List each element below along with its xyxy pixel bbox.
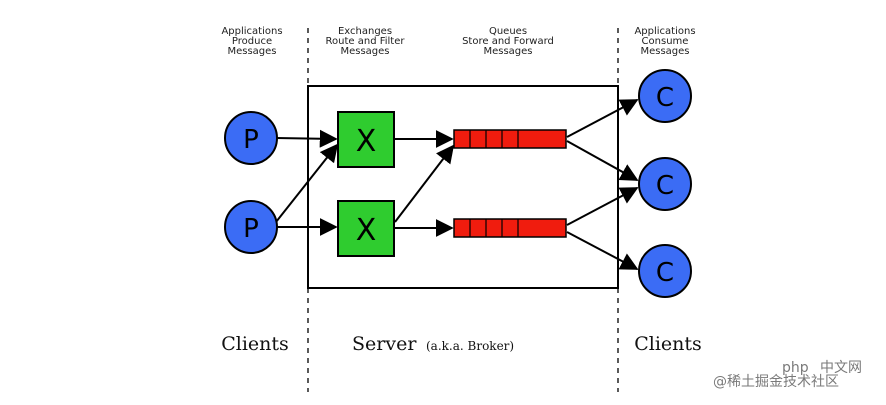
producer-2-label: P [243,214,259,244]
exchange-node-1: X [337,111,395,168]
consumer-1-label: C [656,83,674,113]
consumer-node-1: C [638,69,692,123]
footer-server-note: (a.k.a. Broker) [426,339,514,353]
consumer-3-label: C [656,258,674,288]
producer-node-1: P [224,111,278,165]
header-consumers-line1: Applications [634,26,695,37]
header-exchanges-line3: Messages [340,46,389,57]
header-queues-line2: Store and Forward [462,36,554,47]
header-consumers-line2: Consume [642,36,689,47]
producer-node-2: P [224,200,278,254]
arrow-q1-c2 [566,140,639,181]
header-producers-line1: Applications [221,26,282,37]
header-consumers: Applications Consume Messages [634,26,695,57]
header-producers-line3: Messages [227,46,276,57]
arrow-q2-c2 [566,187,639,226]
queue-2 [453,218,567,238]
header-exchanges-line1: Exchanges [338,26,392,37]
consumer-node-2: C [638,157,692,211]
arrow-q1-c1 [566,99,639,138]
exchange-1-label: X [356,124,377,159]
header-queues-line3: Messages [483,46,532,57]
header-exchanges-line2: Route and Filter [326,36,406,47]
watermark-text: @稀土掘金技术社区 [713,374,839,390]
arrow-p1-x1 [275,129,338,148]
header-consumers-line3: Messages [640,46,689,57]
header-producers: Applications Produce Messages [221,26,282,57]
footer-clients-right: Clients [634,333,702,355]
arrow-x2-q1 [394,144,455,223]
header-queues-line1: Queues [489,26,527,37]
watermark-overlay-cn: 中文网 [820,360,862,376]
footer-server: Server [352,333,417,355]
consumer-node-3: C [638,244,692,298]
watermark-overlay-php: php [782,360,809,376]
server-box [307,85,619,289]
exchange-node-2: X [337,200,395,257]
consumer-2-label: C [656,171,674,201]
arrow-p2-x1 [275,143,339,223]
header-producers-line2: Produce [232,36,272,47]
queue-1 [453,129,567,149]
producer-1-label: P [243,125,259,155]
arrow-q2-c3 [566,231,639,270]
footer-clients-left: Clients [221,333,289,355]
exchange-2-label: X [356,213,377,248]
header-exchanges: Exchanges Route and Filter Messages [326,26,406,57]
header-queues: Queues Store and Forward Messages [462,26,554,57]
